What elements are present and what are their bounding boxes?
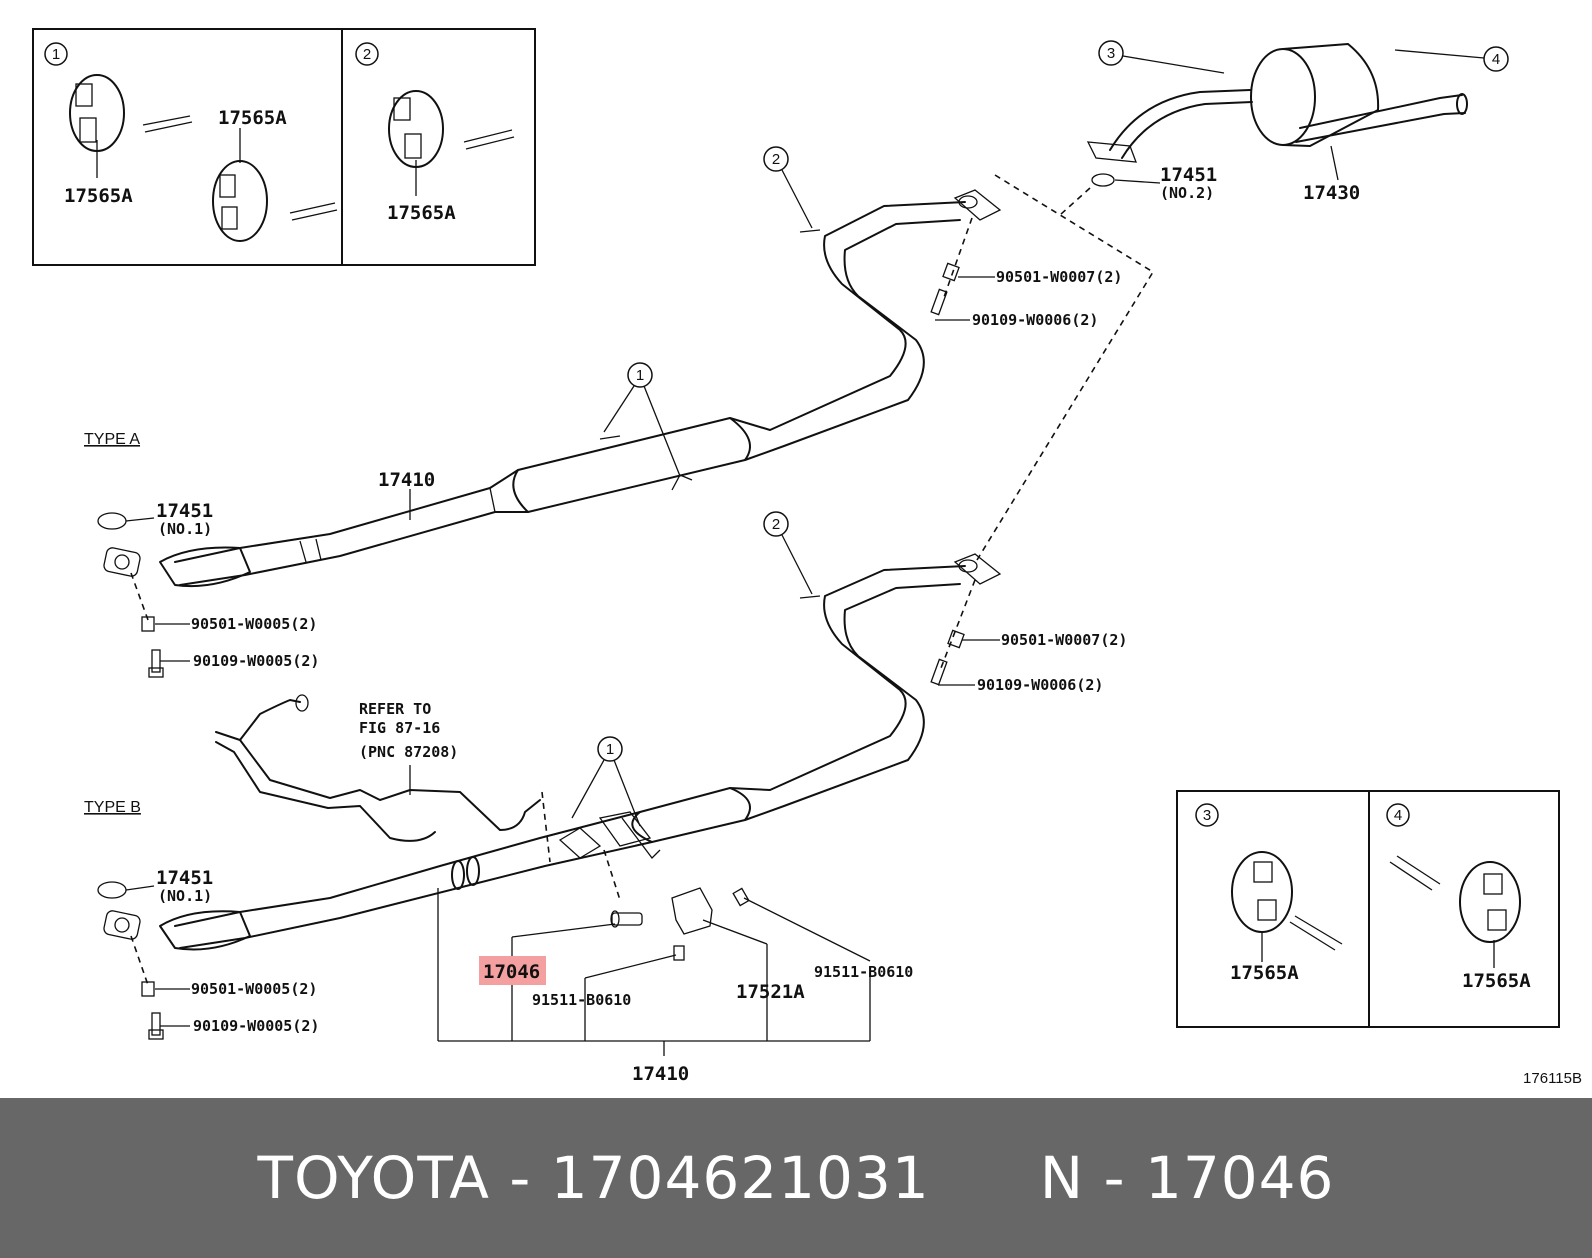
callout-4: 4: [1492, 51, 1500, 68]
callout-1: 1: [606, 741, 614, 758]
spring-icon: [942, 262, 960, 282]
part-label-90501-W0007: 90501-W0007(2): [996, 268, 1122, 286]
part-label-no1: (NO.1): [158, 520, 212, 538]
callout-2: 2: [772, 516, 780, 533]
part-label-17410: 17410: [378, 469, 435, 491]
part-label-90109-W0005: 90109-W0005(2): [193, 652, 319, 670]
part-label-90501-W0005: 90501-W0005(2): [191, 980, 317, 998]
callout-1: 1: [52, 46, 60, 63]
bolt-icon: [148, 649, 164, 678]
callout-1: 1: [636, 367, 644, 384]
tail-muffler-assembly: 3 4 17451 (NO.2) 17430: [1086, 40, 1509, 204]
part-label-90109-W0006: 90109-W0006(2): [972, 311, 1098, 329]
type-a-label: TYPE A: [84, 431, 140, 448]
part-label-17410: 17410: [632, 1063, 689, 1085]
part-label-17451: 17451: [156, 500, 213, 522]
type-b-exhaust-pipe: [97, 553, 1002, 951]
footer-title: TOYOTA - 1704621031 N - 17046: [0, 1098, 1592, 1258]
part-label-90109-W0006: 90109-W0006(2): [977, 676, 1103, 694]
part-label-no2: (NO.2): [1160, 184, 1214, 202]
spring-icon: [141, 981, 155, 997]
part-label-90501-W0005: 90501-W0005(2): [191, 615, 317, 633]
bolt-icon: [148, 1012, 164, 1040]
part-label-17565A: 17565A: [387, 202, 456, 224]
related-pipe-fig-87-16: [215, 694, 541, 842]
parts-diagram: 1 2 17565A 17565A 17565A: [32, 28, 1582, 1087]
highlight-17046: [479, 956, 546, 985]
part-label-90501-W0007: 90501-W0007(2): [1001, 631, 1127, 649]
bolt-91511-icon: [673, 887, 750, 961]
footer-brand-part-number: TOYOTA - 1704621031: [257, 1144, 930, 1212]
refer-note-line-2: FIG 87-16: [359, 719, 440, 737]
part-label-17451: 17451: [1160, 164, 1217, 186]
connection-dashed-line: [976, 174, 1155, 561]
hanger-rubber-icon: [1231, 851, 1293, 962]
exhaust-system-drawing: 1 2 17565A 17565A 17565A: [32, 28, 1582, 1087]
refer-note-line-1: REFER TO: [359, 700, 431, 718]
bolt-icon: [930, 658, 948, 686]
part-label-17451: 17451: [156, 867, 213, 889]
callout-4: 4: [1394, 807, 1402, 824]
part-label-91511-B0610: 91511-B0610: [532, 991, 631, 1009]
part-label-17565A: 17565A: [64, 185, 133, 207]
part-label-17565A: 17565A: [1230, 962, 1299, 984]
bolt-icon: [930, 288, 948, 316]
hanger-rubber-icon: [1459, 861, 1521, 968]
part-label-90109-W0005: 90109-W0005(2): [193, 1017, 319, 1035]
part-label-17046: 17046: [483, 961, 540, 983]
spring-icon: [947, 629, 965, 649]
footer-pnc: N - 17046: [1039, 1144, 1335, 1212]
inset-box-1-2: 1 2 17565A 17565A 17565A: [32, 28, 536, 266]
part-label-91511-B0610: 91511-B0610: [814, 963, 913, 981]
gasket-17521A-icon: [671, 887, 713, 935]
part-label-17430: 17430: [1303, 182, 1360, 204]
callout-2: 2: [363, 46, 371, 63]
callout-2: 2: [772, 151, 780, 168]
part-label-no1: (NO.1): [158, 887, 212, 905]
spring-icon: [141, 616, 155, 632]
type-b-label: TYPE B: [84, 799, 141, 816]
type-a-exhaust-pipe: [97, 189, 1002, 588]
part-label-17565A: 17565A: [218, 107, 287, 129]
bolt-17046-icon: [610, 910, 643, 928]
hanger-rubber-icon: [212, 128, 268, 242]
hanger-rubber-icon: [69, 74, 125, 178]
figure-code: 176115B: [1523, 1070, 1582, 1087]
callout-3: 3: [1107, 45, 1115, 62]
hanger-rubber-icon: [388, 90, 444, 196]
callout-3: 3: [1203, 807, 1211, 824]
refer-note-line-3: (PNC 87208): [359, 743, 458, 761]
part-label-17565A: 17565A: [1462, 970, 1531, 992]
footer-bar: TOYOTA - 1704621031 N - 17046: [0, 1098, 1592, 1258]
part-label-17521A: 17521A: [736, 981, 805, 1003]
inset-box-3-4: 3 4 17565A 17565A: [1176, 790, 1560, 1028]
